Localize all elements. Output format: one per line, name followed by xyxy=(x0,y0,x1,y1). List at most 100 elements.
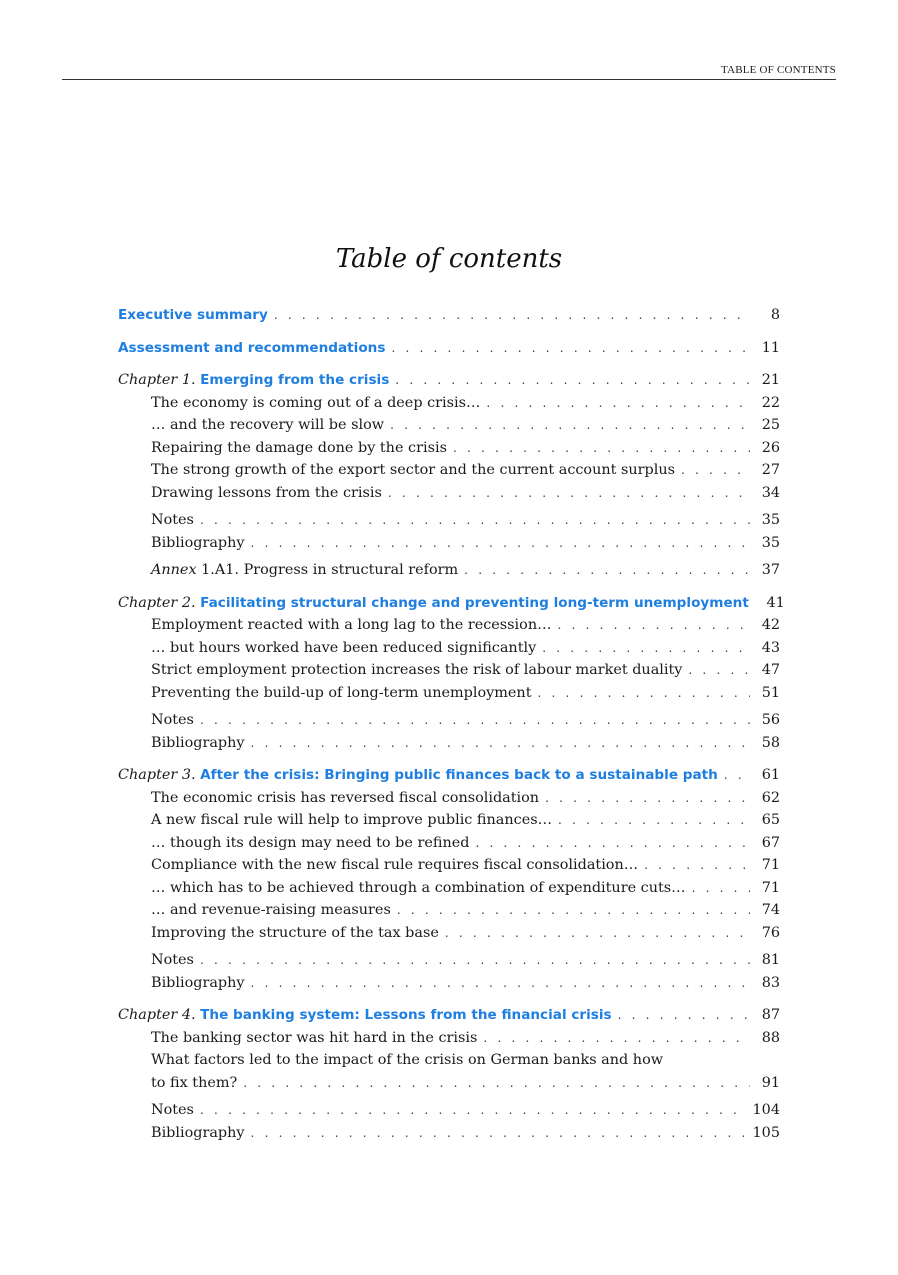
dot-leader xyxy=(545,787,750,810)
page-number: 27 xyxy=(761,462,780,478)
toc-section-label[interactable]: The banking sector was hit hard in the c… xyxy=(151,1029,478,1046)
toc-bibliography-label[interactable]: Bibliography xyxy=(151,974,245,991)
chapter-title[interactable]: Facilitating structural change and preve… xyxy=(200,594,749,611)
dot-leader xyxy=(558,809,750,832)
toc-entry-assessment[interactable]: Assessment and recommendations 11 xyxy=(118,337,780,360)
toc-section-label[interactable]: Improving the structure of the tax base xyxy=(151,924,439,941)
toc-section[interactable]: Preventing the build-up of long-term une… xyxy=(118,682,780,705)
toc-section-label-line1[interactable]: What factors led to the impact of the cr… xyxy=(151,1052,664,1068)
toc-notes-label[interactable]: Notes xyxy=(151,712,194,728)
toc-section[interactable]: … though its design may need to be refin… xyxy=(118,832,780,855)
toc-section-label[interactable]: Preventing the build-up of long-term une… xyxy=(151,684,532,701)
dot-leader xyxy=(483,1027,750,1050)
page-number: 71 xyxy=(761,857,780,873)
toc-section[interactable]: A new fiscal rule will help to improve p… xyxy=(118,809,780,832)
toc-bibliography-label[interactable]: Bibliography xyxy=(151,734,245,751)
toc-notes-label[interactable]: Notes xyxy=(151,1102,194,1118)
toc-notes-label[interactable]: Notes xyxy=(151,512,194,528)
chapter-prefix: Chapter 2. xyxy=(118,594,196,611)
toc-section-label[interactable]: to fix them? xyxy=(151,1074,238,1091)
toc-bibliography-label[interactable]: Bibliography xyxy=(151,1124,245,1141)
toc-chapter-1[interactable]: Chapter 1. Emerging from the crisis 21 xyxy=(118,369,780,392)
dot-leader xyxy=(200,1099,747,1122)
page-number: 51 xyxy=(761,684,780,701)
toc-notes[interactable]: Notes 56 xyxy=(118,709,780,732)
toc-chapter-2[interactable]: Chapter 2. Facilitating structural chang… xyxy=(118,592,785,615)
toc-bibliography-label[interactable]: Bibliography xyxy=(151,534,245,551)
toc-section[interactable]: … and the recovery will be slow 25 xyxy=(118,414,780,437)
toc-bibliography[interactable]: Bibliography 105 xyxy=(118,1122,780,1145)
dot-leader xyxy=(681,459,750,482)
toc-section-label[interactable]: The strong growth of the export sector a… xyxy=(151,462,675,478)
page-number: 35 xyxy=(761,534,780,551)
toc-section-label[interactable]: Drawing lessons from the crisis xyxy=(151,484,382,501)
chapter-title[interactable]: After the crisis: Bringing public financ… xyxy=(200,767,718,783)
toc-section[interactable]: to fix them? 91 xyxy=(118,1072,780,1095)
page-number: 67 xyxy=(761,834,780,851)
toc-bibliography[interactable]: Bibliography 35 xyxy=(118,532,780,555)
toc-section-label[interactable]: The economy is coming out of a deep cris… xyxy=(151,394,481,411)
toc-section[interactable]: The economic crisis has reversed fiscal … xyxy=(118,787,780,810)
dot-leader xyxy=(724,764,750,787)
page-number: 62 xyxy=(761,789,780,806)
toc-section-label[interactable]: Employment reacted with a long lag to th… xyxy=(151,617,552,633)
dot-leader xyxy=(558,614,751,637)
toc-section-label[interactable]: Compliance with the new fiscal rule requ… xyxy=(151,857,639,873)
toc-notes[interactable]: Notes 35 xyxy=(118,509,780,532)
toc-section-label[interactable]: The economic crisis has reversed fiscal … xyxy=(151,789,540,806)
toc-section[interactable]: Drawing lessons from the crisis 34 xyxy=(118,482,780,505)
toc-section-label[interactable]: … and revenue-raising measures xyxy=(151,902,391,918)
toc-section[interactable]: Repairing the damage done by the crisis … xyxy=(118,437,780,460)
toc-section[interactable]: The economy is coming out of a deep cris… xyxy=(118,392,780,415)
toc-section[interactable]: Improving the structure of the tax base … xyxy=(118,922,780,945)
annex-prefix: Annex xyxy=(151,562,197,578)
dot-leader xyxy=(200,509,750,532)
page-number: 104 xyxy=(752,1102,780,1118)
chapter-title[interactable]: The banking system: Lessons from the fin… xyxy=(200,1007,612,1023)
toc-notes[interactable]: Notes 104 xyxy=(118,1099,780,1122)
dot-leader xyxy=(692,877,750,900)
dot-leader xyxy=(390,414,750,437)
toc-section-label[interactable]: … but hours worked have been reduced sig… xyxy=(151,639,537,656)
dot-leader xyxy=(200,949,750,972)
toc-section-label[interactable]: … though its design may need to be refin… xyxy=(151,834,470,851)
toc-section[interactable]: Compliance with the new fiscal rule requ… xyxy=(118,854,780,877)
toc-chapter-4[interactable]: Chapter 4. The banking system: Lessons f… xyxy=(118,1004,780,1027)
toc-section-label[interactable]: … which has to be achieved through a com… xyxy=(151,879,686,896)
dot-leader xyxy=(644,854,750,877)
toc-annex[interactable]: Annex 1.A1. Progress in structural refor… xyxy=(118,559,780,582)
toc-section[interactable]: The banking sector was hit hard in the c… xyxy=(118,1027,780,1050)
toc-section[interactable]: The strong growth of the export sector a… xyxy=(118,459,780,482)
toc-notes[interactable]: Notes 81 xyxy=(118,949,780,972)
page-number: 83 xyxy=(761,974,780,991)
dot-leader xyxy=(453,437,750,460)
page-number: 21 xyxy=(761,372,780,388)
toc-section-label[interactable]: Strict employment protection increases t… xyxy=(151,662,683,678)
toc-section[interactable]: Employment reacted with a long lag to th… xyxy=(118,614,780,637)
toc-bibliography[interactable]: Bibliography 83 xyxy=(118,972,780,995)
chapter-prefix: Chapter 4. xyxy=(118,1007,196,1023)
page-number: 74 xyxy=(761,902,780,918)
page-number: 26 xyxy=(761,439,780,456)
toc-section[interactable]: … which has to be achieved through a com… xyxy=(118,877,780,900)
toc-list: Executive summary 8 Assessment and recom… xyxy=(118,304,785,1145)
toc-chapter-3[interactable]: Chapter 3. After the crisis: Bringing pu… xyxy=(118,764,780,787)
dot-leader xyxy=(464,559,750,582)
dot-leader xyxy=(688,659,750,682)
toc-section[interactable]: Strict employment protection increases t… xyxy=(118,659,780,682)
toc-section[interactable]: … and revenue-raising measures 74 xyxy=(118,899,780,922)
page-number: 47 xyxy=(761,662,780,678)
dot-leader xyxy=(445,922,750,945)
toc-section[interactable]: … but hours worked have been reduced sig… xyxy=(118,637,780,660)
toc-entry-label[interactable]: Executive summary xyxy=(118,307,268,323)
toc-notes-label[interactable]: Notes xyxy=(151,952,194,968)
toc-section-label[interactable]: Repairing the damage done by the crisis xyxy=(151,439,447,456)
dot-leader xyxy=(391,337,750,360)
chapter-title[interactable]: Emerging from the crisis xyxy=(200,372,390,388)
toc-section-label[interactable]: A new fiscal rule will help to improve p… xyxy=(151,812,552,828)
toc-bibliography[interactable]: Bibliography 58 xyxy=(118,732,780,755)
toc-section-label[interactable]: … and the recovery will be slow xyxy=(151,417,385,433)
toc-entry-label[interactable]: Assessment and recommendations xyxy=(118,339,386,356)
toc-entry-executive-summary[interactable]: Executive summary 8 xyxy=(118,304,780,327)
page-number: 91 xyxy=(761,1074,780,1091)
